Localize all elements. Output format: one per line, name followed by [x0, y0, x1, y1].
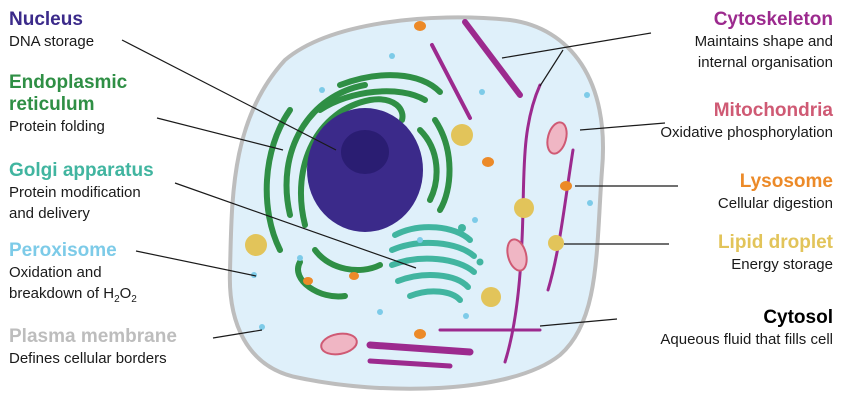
o-letter: O — [119, 285, 132, 302]
label-er: Endoplasmic reticulum Protein folding — [9, 72, 127, 137]
cytoskeleton-filaments — [366, 19, 575, 369]
peroxisome-title: Peroxisome — [9, 240, 117, 261]
golgi-desc-line2: and delivery — [9, 205, 90, 222]
label-lipid-droplet: Lipid droplet Energy storage — [718, 232, 833, 275]
lipid-desc: Energy storage — [731, 256, 833, 273]
golgi-title: Golgi apparatus — [9, 160, 154, 181]
nucleus-title: Nucleus — [9, 9, 83, 30]
label-lysosome: Lysosome Cellular digestion — [718, 171, 833, 214]
cytoskeleton-desc-line2: internal organisation — [697, 54, 833, 71]
o2-subscript: 2 — [131, 294, 137, 305]
cytosol-title: Cytosol — [763, 307, 833, 328]
lysosome-desc: Cellular digestion — [717, 195, 833, 212]
label-mitochondria: Mitochondria Oxidative phosphorylation — [660, 100, 833, 143]
plasma-title: Plasma membrane — [9, 326, 177, 347]
nucleus-desc: DNA storage — [9, 33, 95, 50]
cytosol-desc: Aqueous fluid that fills cell — [660, 331, 833, 348]
h2-subscript: 2 — [114, 294, 120, 305]
label-cytosol: Cytosol Aqueous fluid that fills cell — [660, 307, 833, 350]
mitochondria-desc: Oxidative phosphorylation — [660, 124, 833, 141]
mitochondria-shapes — [320, 121, 568, 356]
label-cytoskeleton: Cytoskeleton Maintains shape and interna… — [695, 9, 833, 73]
er-title-line2: reticulum — [9, 94, 95, 115]
cytoskeleton-title: Cytoskeleton — [713, 9, 833, 30]
leader-lines — [121, 32, 678, 339]
plasma-desc: Defines cellular borders — [9, 350, 167, 367]
lipid-droplets — [245, 124, 564, 307]
peroxisome-desc-line1: Oxidation and — [9, 264, 102, 281]
golgi-desc-line1: Protein modification — [9, 184, 141, 201]
lysosome-title: Lysosome — [739, 171, 833, 192]
er-membranes — [263, 72, 453, 300]
label-peroxisome: Peroxisome Oxidation and breakdown of H2… — [9, 240, 137, 305]
label-plasma-membrane: Plasma membrane Defines cellular borders — [9, 326, 177, 369]
er-title-line1: Endoplasmic — [9, 72, 128, 93]
peroxisome-desc-prefix: breakdown of H — [9, 285, 115, 302]
er-desc: Protein folding — [9, 118, 105, 135]
peroxisome-desc-line2: breakdown of H2O2 — [9, 283, 137, 305]
peroxisomes — [251, 53, 593, 330]
cytoskeleton-desc-line1: Maintains shape and — [694, 33, 833, 50]
nucleus-shape — [307, 108, 423, 232]
lysosomes — [303, 21, 572, 339]
mitochondria-title: Mitochondria — [713, 100, 833, 121]
lipid-title: Lipid droplet — [717, 232, 833, 253]
label-nucleus: Nucleus DNA storage — [9, 9, 94, 52]
label-golgi: Golgi apparatus Protein modification and… — [9, 160, 154, 224]
